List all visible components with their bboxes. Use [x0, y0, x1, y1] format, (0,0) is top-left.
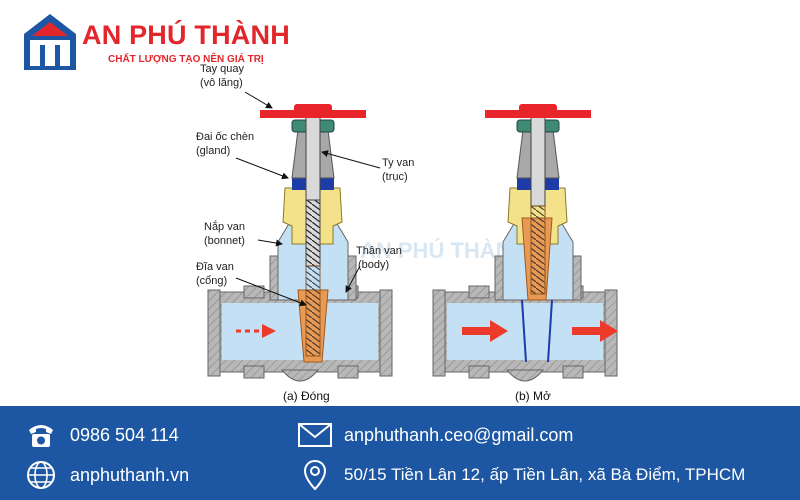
- label-gland-2: (gland): [196, 145, 230, 157]
- location-pin-icon: [298, 458, 332, 492]
- brand-name: AN PHÚ THÀNH: [82, 20, 290, 50]
- caption-closed: (a) Đóng: [283, 389, 330, 403]
- label-gland-1: Đai ốc chèn: [196, 131, 254, 143]
- telephone-icon: [24, 418, 58, 452]
- contact-footer: 0986 504 114 anphuthanh.ceo@gmail.com an…: [0, 406, 800, 500]
- brand-logo: AN PHÚ THÀNH CHẤT LƯỢNG TẠO NÊN GIÁ TRỊ: [22, 12, 290, 74]
- street-address: 50/15 Tiền Lân 12, ấp Tiền Lân, xã Bà Đi…: [344, 465, 746, 484]
- phone-contact[interactable]: 0986 504 114: [24, 418, 179, 452]
- email-address: anphuthanh.ceo@gmail.com: [344, 424, 574, 445]
- label-body-2: (body): [358, 259, 389, 271]
- label-stem-1: Ty van: [382, 157, 414, 169]
- valve-closed: [207, 104, 393, 382]
- website-url: anphuthanh.vn: [70, 464, 190, 485]
- address-contact: 50/15 Tiền Lân 12, ấp Tiền Lân, xã Bà Đi…: [298, 458, 745, 492]
- label-bonnet-1: Nắp van: [204, 220, 245, 233]
- label-handwheel-1: Tay quay: [200, 63, 245, 75]
- label-bonnet-2: (bonnet): [204, 235, 245, 247]
- envelope-icon: [298, 418, 332, 452]
- globe-icon: [24, 458, 58, 492]
- brand-tagline: CHẤT LƯỢNG TẠO NÊN GIÁ TRỊ: [108, 54, 264, 65]
- label-disc-2: (cổng): [196, 275, 227, 287]
- label-body-1: Thân van: [356, 245, 402, 257]
- email-contact[interactable]: anphuthanh.ceo@gmail.com: [298, 418, 573, 452]
- label-disc-1: Đĩa van: [196, 261, 234, 273]
- label-stem-2: (trục): [382, 171, 408, 183]
- gate-valve-diagram: AN PHÚ THÀNH: [196, 63, 618, 403]
- phone-number: 0986 504 114: [70, 424, 179, 445]
- apt-logo-mark: [24, 14, 76, 70]
- website-contact[interactable]: anphuthanh.vn: [24, 458, 189, 492]
- label-handwheel-2: (vô lăng): [200, 77, 243, 89]
- valve-open: [432, 104, 618, 382]
- caption-open: (b) Mở: [515, 389, 551, 403]
